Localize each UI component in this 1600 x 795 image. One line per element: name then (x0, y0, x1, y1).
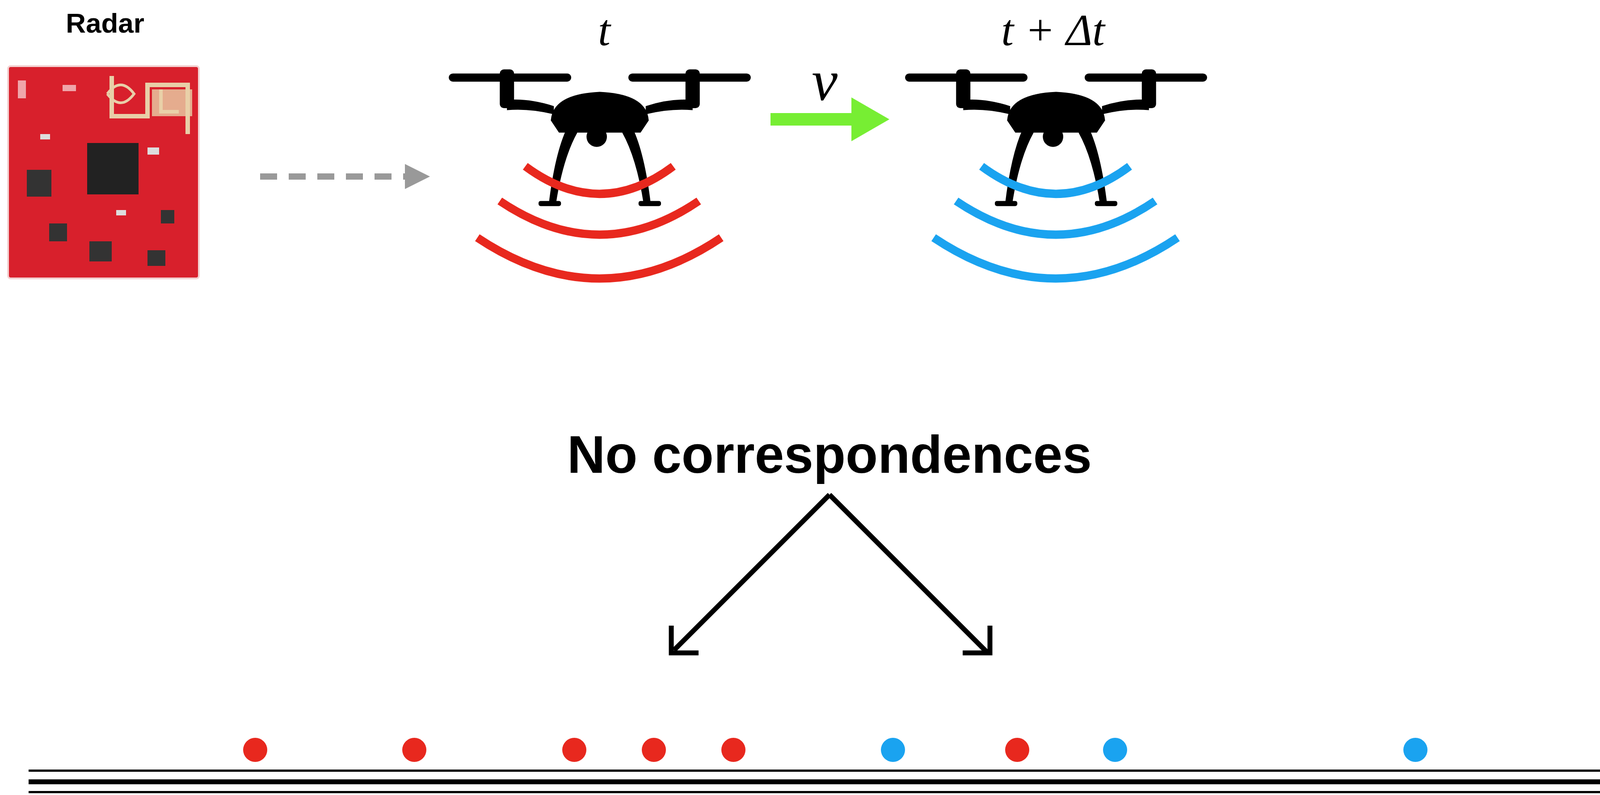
radar-points (243, 737, 1428, 763)
radar-board (8, 66, 199, 279)
time-label: t + Δt (1001, 5, 1105, 55)
dashed-arrow (260, 173, 412, 180)
drone-at-t-plus-dt (905, 69, 1208, 279)
device-label: Radar (65, 8, 145, 39)
time-label: t (597, 5, 611, 55)
pointer-arrows (671, 494, 990, 653)
annotation-text: No correspondences (567, 425, 1092, 485)
velocity-label: v (811, 48, 838, 113)
ground-lines (28, 769, 1600, 794)
drone-at-t (448, 69, 751, 279)
